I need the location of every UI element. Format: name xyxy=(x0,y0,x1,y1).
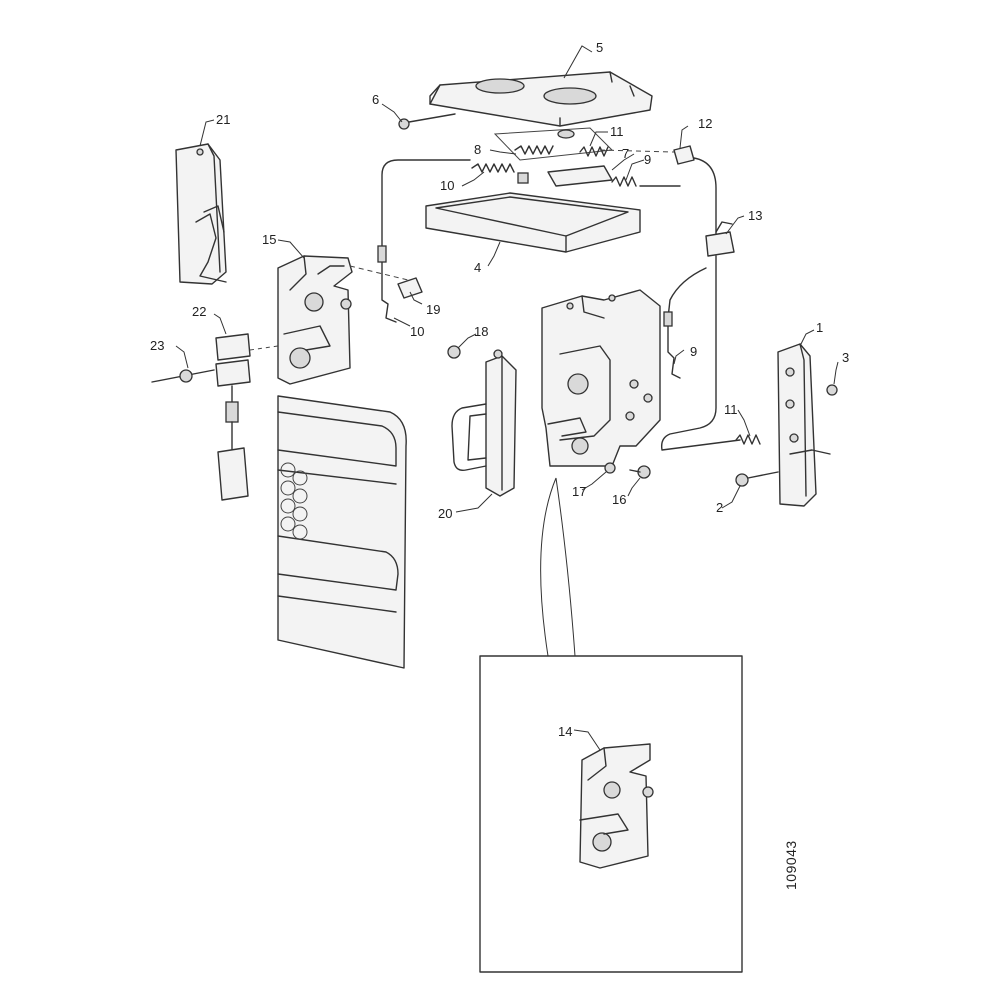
label-part-13: 13 xyxy=(748,208,762,223)
central-latch-assembly xyxy=(541,289,661,467)
part-21-bracket xyxy=(175,143,227,285)
part-14-latch xyxy=(579,743,654,869)
part-12-clip xyxy=(599,145,695,165)
callout-leaders xyxy=(175,45,839,751)
inset-frame xyxy=(479,655,743,973)
release-cable xyxy=(381,157,741,451)
part-17-washer xyxy=(604,462,616,474)
part-9-rod xyxy=(663,311,681,379)
part-11-spring xyxy=(735,434,761,445)
part-19-clip xyxy=(349,265,423,299)
part-22-actuator xyxy=(215,333,279,501)
label-part-3: 3 xyxy=(842,350,849,365)
part-5-mounting-plate xyxy=(429,71,653,127)
part-2-bolt xyxy=(735,471,779,487)
label-part-10-top: 10 xyxy=(440,178,454,193)
label-part-7: 7 xyxy=(622,146,629,161)
part-6-bolt xyxy=(398,113,456,130)
door-panel xyxy=(277,395,407,669)
label-part-8: 8 xyxy=(474,142,481,157)
diagram-reference-number: 109043 xyxy=(783,840,799,890)
part-20-handle xyxy=(451,349,517,497)
label-part-21: 21 xyxy=(216,112,230,127)
label-part-9-low: 9 xyxy=(690,344,697,359)
label-part-17: 17 xyxy=(572,484,586,499)
part-23-cable-end xyxy=(151,369,215,383)
label-part-1: 1 xyxy=(816,320,823,335)
part-18-washer xyxy=(447,345,461,359)
label-part-16: 16 xyxy=(612,492,626,507)
label-part-4: 4 xyxy=(474,260,481,275)
label-part-10-mid: 10 xyxy=(410,324,424,339)
label-part-18: 18 xyxy=(474,324,488,339)
label-part-11-low: 11 xyxy=(724,402,738,417)
label-part-23: 23 xyxy=(150,338,164,353)
label-part-20: 20 xyxy=(438,506,452,521)
parts-springs xyxy=(471,145,681,187)
part-13-cable-clamp xyxy=(705,221,735,257)
part-7-gasket xyxy=(493,127,614,187)
label-part-6: 6 xyxy=(372,92,379,107)
label-part-22: 22 xyxy=(192,304,206,319)
label-part-15: 15 xyxy=(262,232,276,247)
label-part-12: 12 xyxy=(698,116,712,131)
callout-labels: 5 6 21 11 12 8 7 9 10 13 15 4 19 22 10 1… xyxy=(150,40,849,739)
part-16-screw xyxy=(629,465,651,479)
label-part-9-top: 9 xyxy=(644,152,651,167)
label-part-14: 14 xyxy=(558,724,572,739)
inset-connector xyxy=(540,477,576,657)
part-15-latch xyxy=(277,255,353,385)
part-4-tray xyxy=(425,192,641,253)
part-1-striker-plate xyxy=(777,343,831,507)
part-10-rod xyxy=(377,245,397,323)
label-part-11-top: 11 xyxy=(610,124,624,139)
label-part-5: 5 xyxy=(596,40,603,55)
part-3-nut xyxy=(826,384,838,396)
label-part-19: 19 xyxy=(426,302,440,317)
label-part-2: 2 xyxy=(716,500,723,515)
